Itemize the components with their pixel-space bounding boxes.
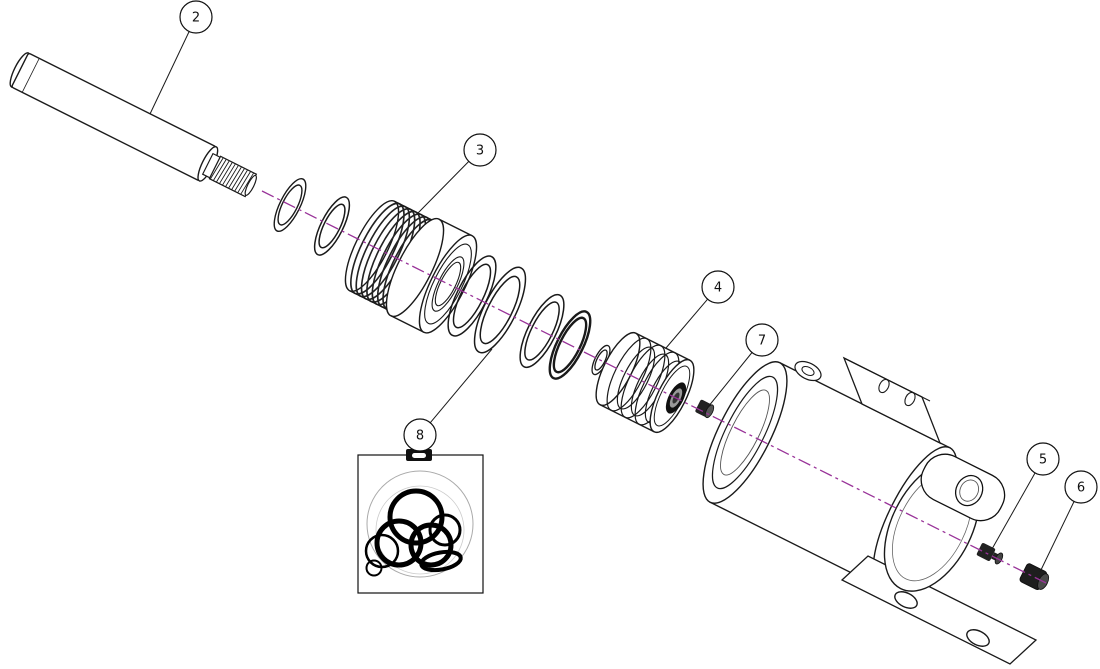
clevis-hole bbox=[954, 474, 984, 507]
foot-hole-1 bbox=[894, 591, 918, 609]
piston-top-edge bbox=[635, 332, 691, 361]
fitting-head bbox=[976, 543, 996, 561]
callout-label: 2 bbox=[192, 11, 200, 26]
leader-line-8 bbox=[429, 348, 493, 424]
bracket-thickness bbox=[843, 357, 931, 402]
leader-line-2 bbox=[149, 31, 190, 115]
set-screw bbox=[695, 399, 715, 419]
clevis-ear bbox=[920, 453, 1006, 522]
callout-circle bbox=[745, 323, 779, 357]
hanger-slot bbox=[412, 453, 426, 458]
callout-label: 5 bbox=[1039, 453, 1047, 468]
callout-5[interactable]: 5 bbox=[1026, 442, 1060, 476]
callout-circle bbox=[1026, 442, 1060, 476]
piston-bottom-edge bbox=[599, 404, 655, 433]
seal-kit-package bbox=[357, 449, 484, 594]
set-screw-face bbox=[704, 404, 715, 419]
kit-bag-outline-inner bbox=[375, 485, 465, 575]
kit-o-ring bbox=[428, 513, 462, 547]
gland-cartridge bbox=[344, 200, 478, 334]
callout-8[interactable]: 8 bbox=[403, 418, 437, 452]
o-ring-inner bbox=[277, 184, 303, 226]
gland-thread-bottom-edge bbox=[349, 290, 393, 313]
kit-o-ring bbox=[408, 522, 454, 568]
gland-flange-top-edge bbox=[438, 218, 473, 237]
o-ring-inner bbox=[318, 203, 346, 249]
callout-circle bbox=[463, 133, 497, 167]
seal-inner bbox=[594, 349, 608, 371]
callout-6[interactable]: 6 bbox=[1064, 470, 1098, 504]
kit-o-ring bbox=[374, 518, 424, 568]
leader-line-5 bbox=[991, 472, 1036, 550]
piston-rod bbox=[9, 52, 258, 198]
callout-circle bbox=[1064, 470, 1098, 504]
kit-o-ring bbox=[365, 559, 383, 577]
callout-label: 7 bbox=[758, 334, 766, 349]
leader-line-7 bbox=[707, 352, 753, 408]
centerline bbox=[261, 190, 1047, 584]
gland-flange-bottom-edge bbox=[390, 315, 425, 333]
fitting-tip bbox=[994, 552, 1004, 565]
leader-line-4 bbox=[665, 298, 708, 349]
rod-body bbox=[11, 52, 217, 181]
callout-4[interactable]: 4 bbox=[701, 270, 735, 304]
port-hole bbox=[801, 366, 815, 376]
leader-line-6 bbox=[1039, 501, 1075, 573]
kit-washer bbox=[419, 549, 463, 573]
gland-thread-top-edge bbox=[394, 200, 438, 224]
leader-line-3 bbox=[417, 161, 470, 214]
callout-label: 6 bbox=[1077, 481, 1085, 496]
cylinder-body bbox=[702, 356, 1038, 665]
kit-o-ring bbox=[387, 488, 445, 546]
rod-thread-tip bbox=[244, 174, 257, 196]
callout-label: 8 bbox=[416, 429, 424, 444]
callout-2[interactable]: 2 bbox=[179, 0, 213, 34]
bracket-hole-1 bbox=[878, 378, 890, 394]
callout-label: 3 bbox=[476, 144, 484, 159]
piston bbox=[595, 331, 695, 434]
callout-circle bbox=[701, 270, 735, 304]
callout-circle bbox=[403, 418, 437, 452]
rod-thread-hatch bbox=[209, 157, 254, 195]
rod-butt-step bbox=[21, 58, 40, 93]
callout-7[interactable]: 7 bbox=[745, 323, 779, 357]
fitting bbox=[976, 543, 1004, 565]
callout-label: 4 bbox=[714, 281, 722, 296]
kit-bag-outline bbox=[366, 470, 474, 578]
callout-3[interactable]: 3 bbox=[463, 133, 497, 167]
seal-inner bbox=[479, 275, 521, 345]
callout-circle bbox=[179, 0, 213, 34]
clevis-hole-inner bbox=[959, 479, 980, 502]
bracket-hole-2 bbox=[904, 391, 916, 407]
foot-hole-2 bbox=[966, 629, 990, 647]
leader-lines bbox=[149, 31, 1075, 573]
